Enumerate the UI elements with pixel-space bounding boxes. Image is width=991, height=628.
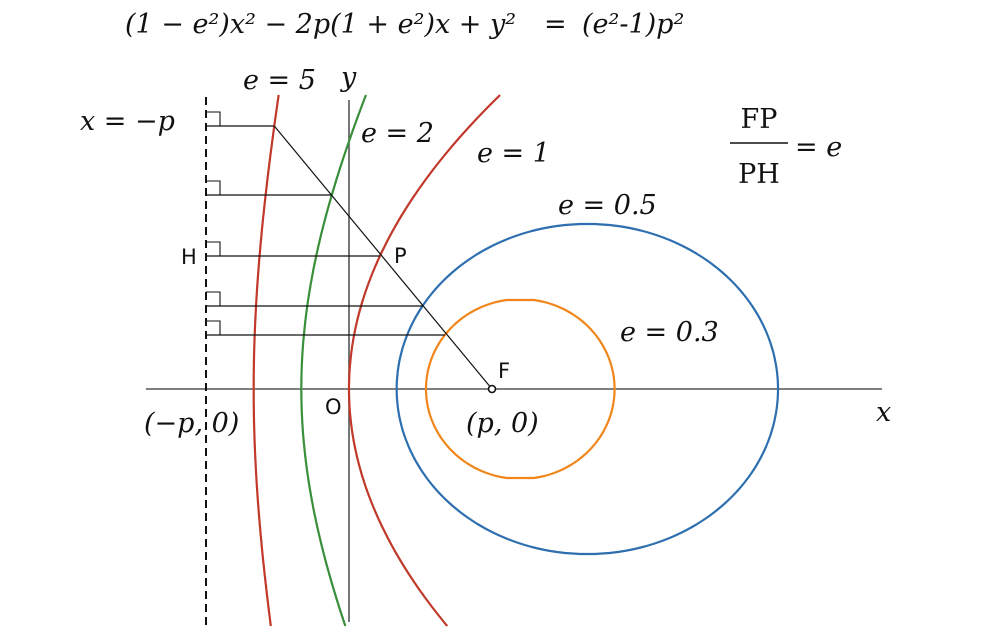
conic-curve-2	[347, 94, 501, 627]
curve-label-e05: e = 0.5	[558, 190, 657, 221]
origin-label: O	[325, 395, 342, 419]
ratio-denominator: PH	[738, 159, 780, 190]
focal-ray-line	[273, 125, 493, 390]
conic-curve-1	[300, 94, 367, 627]
equation-rhs: (e²-1)p²	[582, 9, 684, 40]
right-angle-mark-1	[206, 180, 221, 195]
conic-curves	[252, 94, 780, 627]
equation-equals: =	[544, 9, 567, 40]
curve-label-e03: e = 0.3	[620, 317, 719, 348]
conic-curve-3	[395, 222, 780, 556]
curve-label-e2: e = 2	[361, 118, 434, 149]
point-h-label: H	[181, 245, 197, 269]
construction-lines	[206, 111, 493, 390]
conic-curve-0	[252, 94, 280, 627]
directrix-label: x = −p	[80, 106, 175, 137]
directrix-point-label: (−p, 0)	[144, 408, 239, 439]
x-axis-label: x	[876, 397, 891, 428]
y-axis-label: y	[340, 62, 357, 93]
ratio-rhs: = e	[795, 132, 842, 163]
curve-label-e1: e = 1	[477, 138, 550, 169]
right-angle-mark-0	[206, 111, 221, 126]
right-angle-mark-3	[206, 291, 221, 306]
focus-label: F	[498, 359, 510, 383]
point-p-label: P	[394, 244, 407, 268]
ratio-numerator: FP	[741, 104, 778, 135]
curve-label-e5: e = 5	[243, 65, 316, 96]
right-angle-mark-2	[206, 241, 221, 256]
focus-point	[487, 384, 497, 394]
equation-lhs: (1 − e²)x² − 2p(1 + e²)x + y²	[125, 9, 516, 40]
right-angle-mark-4	[206, 320, 221, 335]
conic-curve-4	[424, 298, 616, 480]
focus-coords-label: (p, 0)	[466, 408, 539, 439]
